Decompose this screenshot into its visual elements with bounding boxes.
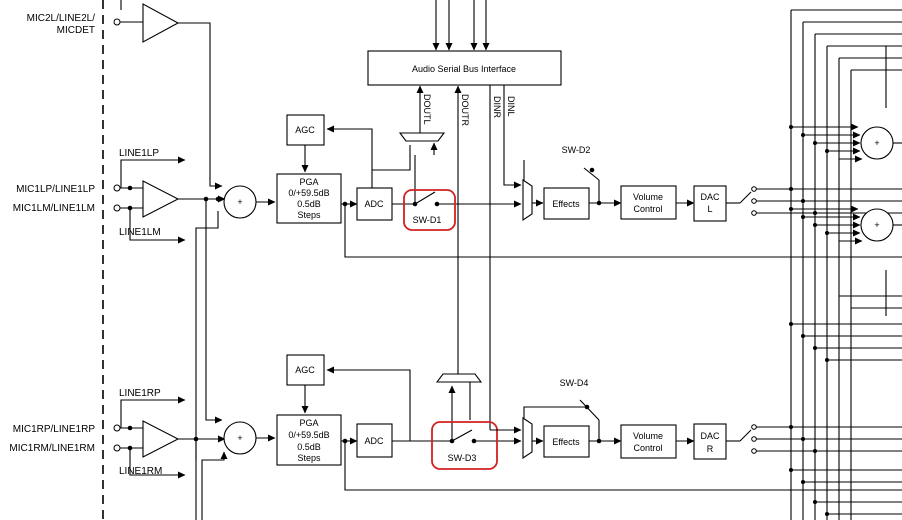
line1rp-bypass-label: LINE1RP (119, 388, 161, 399)
left-dac-label-2: L (707, 204, 712, 214)
mic1lp-input-label: MIC1LP/LINE1LP (16, 184, 95, 195)
left-pga-label-1: PGA (299, 177, 318, 187)
left-pga-block (276, 173, 342, 224)
audio-serial-bus-block (367, 50, 562, 86)
right-volume-block (620, 424, 677, 459)
doutr-label: DOUTR (460, 94, 470, 126)
line1rm-bypass-label: LINE1RM (119, 466, 162, 477)
left-agc-block (286, 114, 325, 146)
mic2l-pin (113, 18, 121, 26)
doutr-mux (435, 373, 483, 383)
left-volume-label-1: Volume (633, 192, 663, 202)
left-summer-sign: + (237, 197, 242, 207)
right-effects-block (543, 425, 590, 458)
mic1lp-pin (113, 184, 121, 192)
left-dac-block (693, 185, 727, 222)
right-effects-label: Effects (552, 437, 580, 447)
left-effects-mux (522, 178, 533, 222)
left-effects-block (543, 187, 590, 220)
line1lm-bypass-label: LINE1LM (119, 227, 161, 238)
left-pga-label-2: 0/+59.5dB (288, 188, 329, 198)
right-pga-label-1: PGA (299, 418, 318, 428)
dinl-label: DINL (506, 96, 516, 117)
left-adc-block (356, 187, 393, 221)
sw-d3-highlight (431, 421, 498, 470)
sw-d3-label: SW-D3 (448, 453, 477, 463)
dinr-label: DINR (492, 96, 502, 118)
sw-d4-label: SW-D4 (560, 378, 589, 388)
left-output-mixer-sign: + (874, 138, 879, 148)
doutl-label: DOUTL (422, 94, 432, 125)
left-pga-label-3: 0.5dB (297, 199, 321, 209)
right-effects-mux (522, 416, 533, 460)
mic2l-input-label-2: MICDET (57, 25, 95, 36)
audio-serial-bus-label: Audio Serial Bus Interface (412, 64, 516, 74)
mic1rp-input-label: MIC1RP/LINE1RP (13, 424, 96, 435)
left-agc-label: AGC (295, 125, 315, 135)
right-summer-sign: + (237, 433, 242, 443)
right-pga-block (276, 414, 342, 466)
right-agc-label: AGC (295, 365, 315, 375)
mic2l-input-label-1: MIC2L/LINE2L/ (27, 13, 96, 24)
sw-d1-highlight (403, 189, 456, 231)
sw-d1-label: SW-D1 (413, 215, 442, 225)
mic1lm-pin (113, 204, 121, 212)
right-dac-label-2: R (707, 444, 714, 454)
mic1r-amplifier (142, 420, 180, 458)
left-pga-label-4: Steps (297, 210, 321, 220)
left-effects-label: Effects (552, 199, 580, 209)
sw-d2-label: SW-D2 (562, 145, 591, 155)
mic1rm-input-label: MIC1RM/LINE1RM (9, 443, 95, 454)
right-pga-label-3: 0.5dB (297, 442, 321, 452)
doutl-mux (398, 132, 446, 142)
left-adc-label: ADC (364, 199, 384, 209)
mic1l-amplifier (142, 180, 180, 218)
right-dac-label-1: DAC (700, 431, 720, 441)
right-adc-label: ADC (364, 436, 384, 446)
right-adc-block (356, 423, 393, 458)
right-agc-block (286, 354, 325, 386)
right-pga-label-4: Steps (297, 453, 321, 463)
output-routing-bus (789, 9, 902, 520)
right-pga-label-2: 0/+59.5dB (288, 430, 329, 440)
mic1rp-pin (113, 424, 121, 432)
mic1lm-input-label: MIC1LM/LINE1LM (13, 203, 95, 214)
right-volume-label-1: Volume (633, 431, 663, 441)
left-volume-label-2: Control (633, 204, 662, 214)
right-volume-label-2: Control (633, 443, 662, 453)
mic1rm-pin (113, 444, 121, 452)
left-volume-block (620, 185, 677, 220)
left-dac-label-1: DAC (700, 192, 720, 202)
right-output-mixer-sign: + (874, 220, 879, 230)
right-dac-block (693, 423, 727, 460)
mic2l-amplifier (142, 3, 180, 43)
line1lp-bypass-label: LINE1LP (119, 148, 159, 159)
